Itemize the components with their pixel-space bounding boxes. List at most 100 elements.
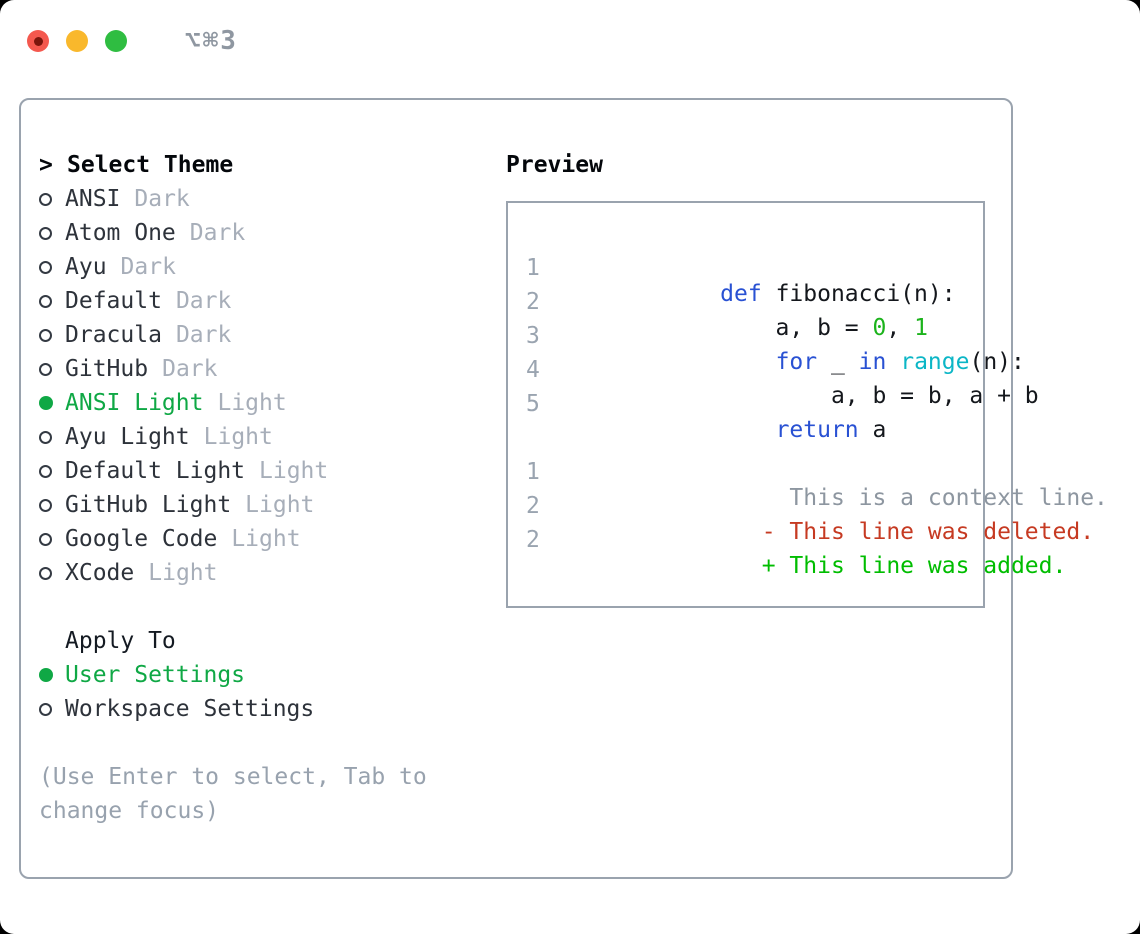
code-line: 5 return a	[526, 387, 983, 443]
right-column: Preview 1 def fibonacci(n): 2	[506, 148, 1108, 877]
theme-variant-tag: Light	[217, 390, 287, 416]
theme-name: Google Code	[65, 526, 218, 552]
preview-pane: 1 def fibonacci(n): 2 a, b = 0, 1	[506, 201, 1108, 608]
theme-name: Dracula	[65, 322, 162, 348]
line-number: 1	[526, 459, 540, 485]
theme-option[interactable]: Default Dark	[39, 284, 506, 318]
code-token: range	[900, 349, 970, 375]
line-number: 5	[526, 391, 540, 417]
theme-variant-tag: Light	[245, 492, 315, 518]
radio-icon	[39, 226, 52, 240]
theme-option[interactable]: ANSI Dark	[39, 182, 506, 216]
theme-name: Ayu	[65, 254, 107, 280]
code-line: 4 a, b = b, a + b	[526, 353, 1039, 409]
select-theme-title: Select Theme	[67, 152, 234, 178]
line-text: + This line was added.	[554, 501, 1067, 579]
cursor-icon: >	[39, 152, 53, 178]
line-number: 2	[526, 527, 540, 553]
line-text: def fibonacci(n):	[554, 229, 956, 307]
radio-icon	[39, 566, 52, 580]
theme-name: ANSI Light	[65, 390, 204, 416]
line-text: for _ in range(n):	[554, 297, 1025, 375]
preview-header: Preview	[506, 148, 985, 182]
theme-variant-tag: Light	[148, 560, 218, 586]
theme-variant-tag: Dark	[120, 254, 176, 280]
theme-option[interactable]: Google Code Light	[39, 522, 506, 556]
help-text-line: (Use Enter to select, Tab to	[39, 764, 427, 790]
theme-option[interactable]: Atom One Dark	[39, 216, 506, 250]
theme-option[interactable]: Ayu Light Light	[39, 420, 506, 454]
theme-variant-tag: Dark	[175, 322, 232, 348]
theme-name: ANSI	[65, 186, 121, 212]
theme-option[interactable]: Dracula Dark	[39, 318, 506, 352]
code-token: a	[858, 417, 887, 443]
theme-option[interactable]: Default Light Light	[39, 454, 506, 488]
line-text: a, b = 0, 1	[554, 263, 928, 341]
code-token: _	[817, 349, 859, 375]
code-token: for	[775, 349, 818, 375]
radio-icon	[39, 396, 53, 410]
theme-name: GitHub	[65, 356, 149, 382]
code-line: 2 a, b = 0, 1	[526, 285, 983, 341]
code-token: This is a context line.	[720, 485, 1108, 511]
radio-icon	[39, 294, 52, 308]
theme-option[interactable]: GitHub Dark	[39, 352, 506, 386]
window-zoom-button[interactable]	[105, 30, 127, 52]
line-number: 2	[526, 493, 540, 519]
code-token: a, b = b, a + b	[720, 383, 1039, 409]
radio-icon	[39, 430, 52, 444]
theme-name: Atom One	[65, 220, 176, 246]
select-theme-header: > Select Theme	[39, 148, 506, 182]
radio-icon	[39, 702, 52, 716]
code-line: 1 def fibonacci(n):	[526, 251, 983, 307]
apply-to-list: User Settings Workspace Settings	[39, 658, 506, 726]
code-line: 2 - This line was deleted.	[526, 489, 1094, 545]
code-token: a, b =	[720, 315, 873, 341]
window-titlebar: ⌥⌘3	[0, 0, 1140, 56]
line-number: 3	[526, 323, 540, 349]
theme-name: Default Light	[65, 458, 246, 484]
line-text: return a	[554, 365, 887, 443]
radio-icon	[39, 498, 52, 512]
code-token: 1	[914, 315, 928, 341]
keyboard-shortcut-label: ⌥⌘3	[185, 26, 238, 56]
code-token: fibonacci(n):	[761, 281, 956, 307]
code-line: 3 for _ in range(n):	[526, 319, 1025, 375]
theme-picker-frame: > Select Theme ANSI Dark Atom One Dark	[19, 98, 1108, 879]
radio-icon	[39, 192, 52, 206]
theme-option[interactable]: Ayu Dark	[39, 250, 506, 284]
window-minimize-button[interactable]	[66, 30, 88, 52]
theme-name: Default	[65, 288, 162, 314]
code-line: 2 + This line was added.	[526, 523, 1066, 579]
code-token: ,	[886, 315, 915, 341]
code-token: 0	[872, 315, 887, 341]
theme-option[interactable]: GitHub Light Light	[39, 488, 506, 522]
radio-icon	[39, 362, 52, 376]
theme-variant-tag: Dark	[189, 220, 246, 246]
line-number: 1	[526, 255, 540, 281]
record-dot-icon	[33, 36, 43, 46]
theme-option[interactable]: ANSI Light Light	[39, 386, 506, 420]
theme-name: GitHub Light	[65, 492, 232, 518]
code-token: return	[775, 417, 859, 443]
theme-variant-tag: Dark	[162, 356, 218, 382]
window-close-button[interactable]	[27, 30, 49, 52]
apply-to-option[interactable]: Workspace Settings	[39, 692, 506, 726]
line-number: 2	[526, 289, 540, 315]
radio-icon	[39, 532, 52, 546]
apply-to-option[interactable]: User Settings	[39, 658, 506, 692]
apply-to-title: Apply To	[65, 628, 176, 654]
theme-variant-tag: Light	[203, 424, 273, 450]
apply-to-header: Apply To	[39, 624, 506, 658]
theme-variant-tag: Dark	[134, 186, 190, 212]
theme-option[interactable]: XCode Light	[39, 556, 506, 590]
line-text: This is a context line.	[554, 433, 1108, 511]
theme-variant-tag: Light	[231, 526, 301, 552]
left-column: > Select Theme ANSI Dark Atom One Dark	[39, 148, 506, 877]
apply-to-label: Workspace Settings	[65, 696, 315, 722]
code-token: (n):	[969, 349, 1025, 375]
code-token: in	[858, 349, 887, 375]
theme-name: XCode	[65, 560, 135, 586]
theme-name: Ayu Light	[65, 424, 190, 450]
apply-to-label: User Settings	[65, 662, 246, 688]
